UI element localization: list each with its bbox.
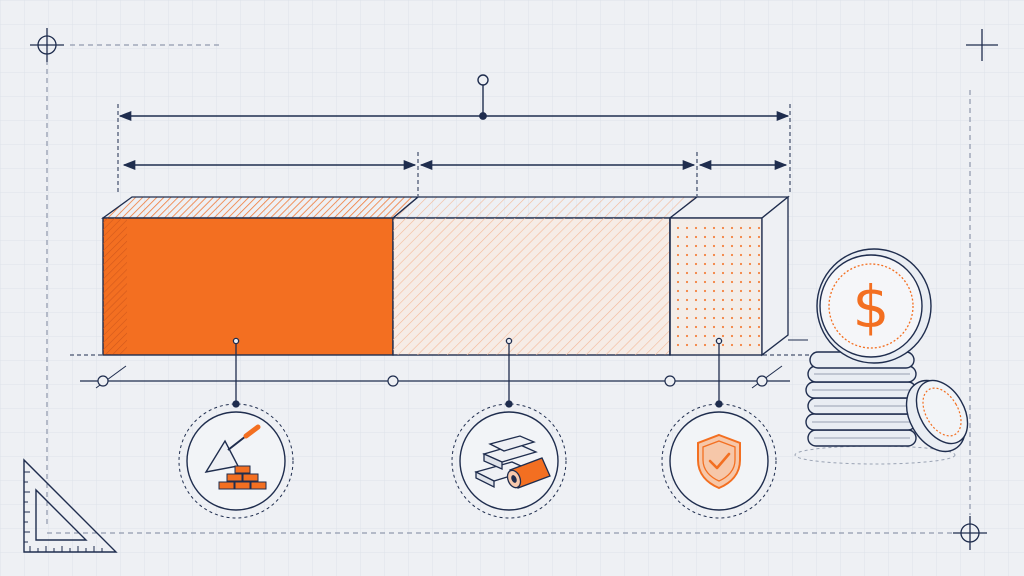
base-axis: [70, 339, 810, 389]
labor-segment: [102, 217, 394, 356]
cross-mark-top-right: [966, 29, 998, 61]
segment-dimension-lines: [122, 152, 788, 196]
labor-segment-top: [100, 196, 420, 219]
lumber-and-pipe-icon: [451, 403, 567, 519]
leader-lines: [232, 337, 723, 408]
trowel-and-bricks-icon: [178, 403, 294, 519]
coin-stack-icon: $: [794, 248, 969, 465]
crosshair-mark-top-left: [30, 28, 64, 62]
materials-segment-top: [391, 196, 699, 219]
set-square-ruler: [23, 458, 118, 553]
cost-bar: [100, 195, 790, 357]
frame-lines: [46, 44, 971, 534]
coin-dollar-symbol: $: [853, 273, 890, 341]
shield-check-icon: [661, 403, 777, 519]
total-dimension-line: [117, 74, 791, 195]
bar-right-side: [761, 195, 789, 357]
crosshair-mark-bottom-right: [953, 516, 987, 550]
